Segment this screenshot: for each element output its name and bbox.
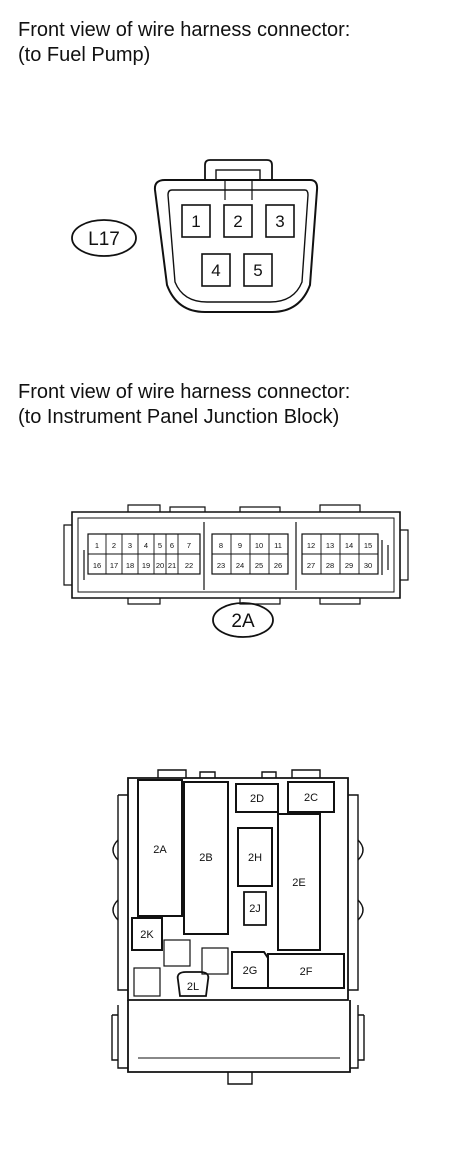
2a-pin-17: 17 <box>110 561 118 570</box>
2a-pin-18: 18 <box>126 561 134 570</box>
2a-pin-14: 14 <box>345 541 353 550</box>
socket-2e-label: 2E <box>292 877 305 889</box>
2a-pin-7: 7 <box>187 541 191 550</box>
2a-code-label: 2A <box>231 611 255 632</box>
2a-pin-16: 16 <box>93 561 101 570</box>
l17-label-ellipse <box>71 219 137 257</box>
l17-code-label: L17 <box>88 229 120 250</box>
2a-pin-6: 6 <box>170 541 174 550</box>
2a-pin-29: 29 <box>345 561 353 570</box>
2a-pin-5: 5 <box>158 541 162 550</box>
2a-pin-9: 9 <box>238 541 242 550</box>
2a-label-ellipse <box>212 602 274 638</box>
socket-2h <box>237 827 273 887</box>
socket-2l-label: 2L <box>187 981 199 993</box>
2a-pin-10: 10 <box>255 541 263 550</box>
socket-2g-label: 2G <box>243 965 258 977</box>
2a-pin-4: 4 <box>144 541 148 550</box>
2a-pin-22: 22 <box>185 561 193 570</box>
socket-2c-label: 2C <box>304 792 318 804</box>
2a-pin-3: 3 <box>128 541 132 550</box>
socket-2b <box>183 781 229 935</box>
2a-pin-1: 1 <box>95 541 99 550</box>
2a-pin-11: 11 <box>274 541 282 550</box>
fuel-pump-caption-line2: (to Fuel Pump) <box>18 44 151 66</box>
socket-2f-label: 2F <box>300 966 313 978</box>
2a-pin-28: 28 <box>326 561 334 570</box>
l17-pin-cell-1 <box>181 204 211 238</box>
socket-2h-label: 2H <box>248 852 262 864</box>
2a-pin-12: 12 <box>307 541 315 550</box>
l17-pin-cell-4 <box>201 253 231 287</box>
l17-pin-5: 5 <box>253 261 262 280</box>
socket-2j-label: 2J <box>249 903 261 915</box>
2a-pin-15: 15 <box>364 541 372 550</box>
socket-2d-label: 2D <box>250 793 264 805</box>
2a-pin-27: 27 <box>307 561 315 570</box>
socket-2l <box>176 971 210 997</box>
l17-pin-3: 3 <box>275 212 284 231</box>
socket-2e <box>277 813 321 951</box>
l17-pin-cell-3 <box>265 204 295 238</box>
junction-block: 2A 2B 2D 2C 2H 2J 2E 2K 2G 2F 2L <box>111 769 365 1085</box>
l17-pin-2: 2 <box>233 212 242 231</box>
l17-pin-cell-5 <box>243 253 273 287</box>
socket-2d <box>235 783 279 813</box>
junction-block-caption: Front view of wire harness connector: (t… <box>18 380 350 430</box>
junction-block-caption-line1: Front view of wire harness connector: <box>18 381 351 403</box>
socket-2a-label: 2A <box>153 844 167 856</box>
socket-2f <box>267 953 345 989</box>
fuel-pump-caption: Front view of wire harness connector: (t… <box>18 18 350 68</box>
connector-l17: 1 2 3 4 5 L17 <box>71 159 319 313</box>
2a-pin-13: 13 <box>326 541 334 550</box>
2a-pin-23: 23 <box>217 561 225 570</box>
connector-2a: 1 2 3 4 5 6 7 16 17 18 19 20 21 22 8 9 1… <box>63 504 409 638</box>
2a-pin-21: 21 <box>168 561 176 570</box>
2a-pin-25: 25 <box>255 561 263 570</box>
fuel-pump-caption-line1: Front view of wire harness connector: <box>18 19 351 41</box>
2a-pin-8: 8 <box>219 541 223 550</box>
l17-pin-1: 1 <box>191 212 200 231</box>
socket-2k-label: 2K <box>140 929 154 941</box>
l17-pin-cell-2 <box>223 204 253 238</box>
2a-pin-2: 2 <box>112 541 116 550</box>
2a-pin-30: 30 <box>364 561 372 570</box>
2a-pin-19: 19 <box>142 561 150 570</box>
socket-2b-label: 2B <box>199 852 212 864</box>
socket-2c <box>287 781 335 813</box>
junction-block-caption-line2: (to Instrument Panel Junction Block) <box>18 406 340 428</box>
socket-2k <box>131 917 163 951</box>
2a-pin-26: 26 <box>274 561 282 570</box>
socket-2j <box>243 891 267 926</box>
socket-2a <box>137 779 183 917</box>
l17-pin-4: 4 <box>211 261 220 280</box>
2a-pin-20: 20 <box>156 561 164 570</box>
2a-pin-24: 24 <box>236 561 244 570</box>
